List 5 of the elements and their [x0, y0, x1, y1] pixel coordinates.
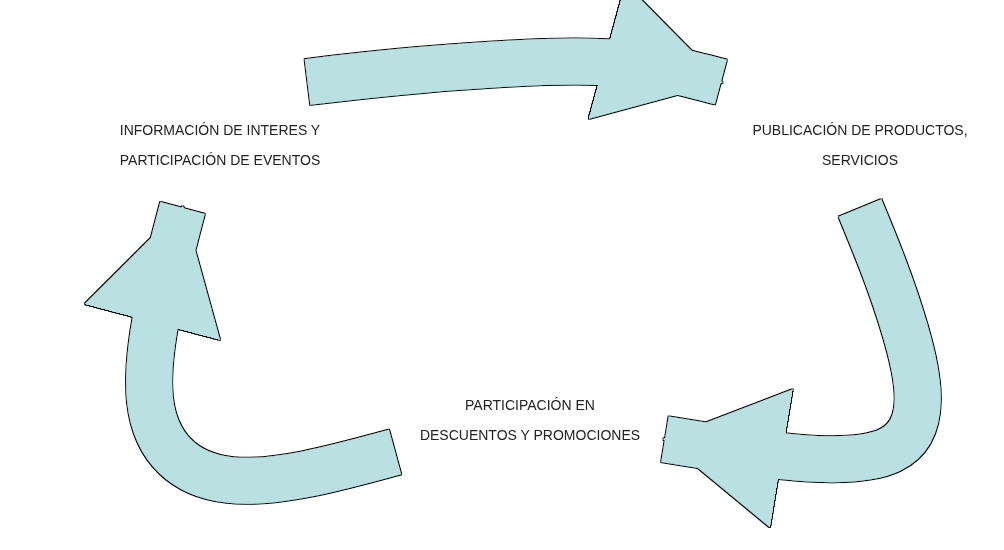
curved-block-arrow: [304, 0, 727, 119]
node-label: PARTICIPACIÓN EN DESCUENTOS Y PROMOCIONES: [418, 396, 642, 445]
node-label: INFORMACIÓN DE INTERES Y PARTICIPACIÓN DE EVENTOS: [118, 121, 322, 170]
curved-block-arrow: [661, 199, 941, 528]
node-label: PUBLICACIÓN DE PRODUCTOS, SERVICIOS: [751, 121, 969, 170]
